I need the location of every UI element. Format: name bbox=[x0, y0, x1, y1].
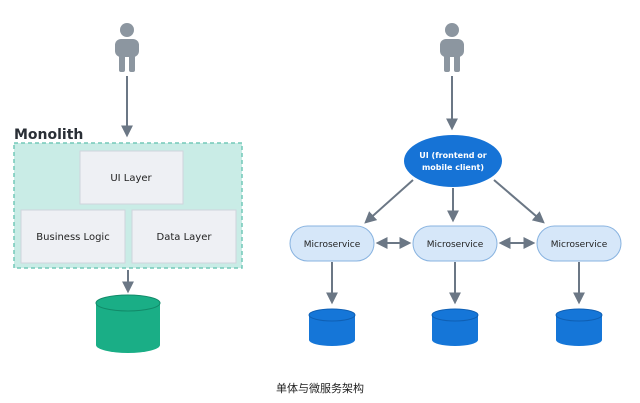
monolith-database-icon bbox=[95, 294, 161, 353]
microservices-user-icon bbox=[440, 23, 464, 72]
ui-layer-box bbox=[79, 150, 184, 205]
data-layer-label: Data Layer bbox=[157, 232, 213, 243]
microservice-middle-database-icon bbox=[431, 308, 479, 346]
monolith-title: Monolith bbox=[14, 127, 84, 143]
ui-client-label-line2: mobile client) bbox=[422, 163, 484, 172]
microservice-left-label: Microservice bbox=[304, 240, 361, 250]
data-layer-box bbox=[131, 209, 237, 264]
figure-caption: 单体与微服务架构 bbox=[276, 382, 364, 395]
ui-client-node bbox=[404, 135, 502, 187]
microservice-right-label: Microservice bbox=[551, 240, 608, 250]
microservice-left-database-icon bbox=[308, 308, 356, 346]
ui-client-label-line1: UI (frontend or bbox=[419, 151, 486, 160]
microservice-middle-label: Microservice bbox=[427, 240, 484, 250]
microservice-right-node bbox=[536, 225, 622, 262]
business-logic-label: Business Logic bbox=[36, 232, 109, 243]
ui-to-right-arrow bbox=[493, 179, 545, 224]
microservice-left-node bbox=[289, 225, 375, 262]
ui-layer-label: UI Layer bbox=[110, 173, 152, 184]
ui-to-left-arrow bbox=[364, 179, 414, 224]
monolith-user-icon bbox=[115, 23, 139, 72]
microservice-middle-node bbox=[412, 225, 498, 262]
business-logic-box bbox=[20, 209, 126, 264]
microservice-right-database-icon bbox=[555, 308, 603, 346]
